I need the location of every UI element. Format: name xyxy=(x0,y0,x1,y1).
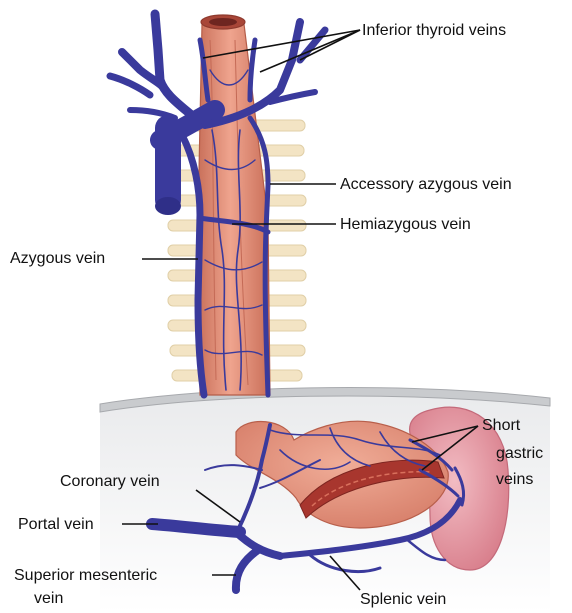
label-superior-mesenteric-1: Superior mesenteric xyxy=(14,566,157,585)
leader-inferior-thyroid-b xyxy=(260,30,360,72)
label-accessory-azygous-vein: Accessory azygous vein xyxy=(340,175,512,194)
label-short-gastric-1: Short xyxy=(482,416,520,435)
label-splenic-vein: Splenic vein xyxy=(360,590,446,609)
label-inferior-thyroid-veins: Inferior thyroid veins xyxy=(362,21,506,40)
label-short-gastric-3: veins xyxy=(496,470,533,489)
label-superior-mesenteric-2: vein xyxy=(34,589,63,608)
esophagus xyxy=(198,15,270,395)
label-portal-vein: Portal vein xyxy=(18,515,94,534)
label-hemiazygous-vein: Hemiazygous vein xyxy=(340,215,471,234)
label-azygous-vein: Azygous vein xyxy=(10,249,105,268)
label-short-gastric-2: gastric xyxy=(496,444,543,463)
label-coronary-vein: Coronary vein xyxy=(60,472,160,491)
